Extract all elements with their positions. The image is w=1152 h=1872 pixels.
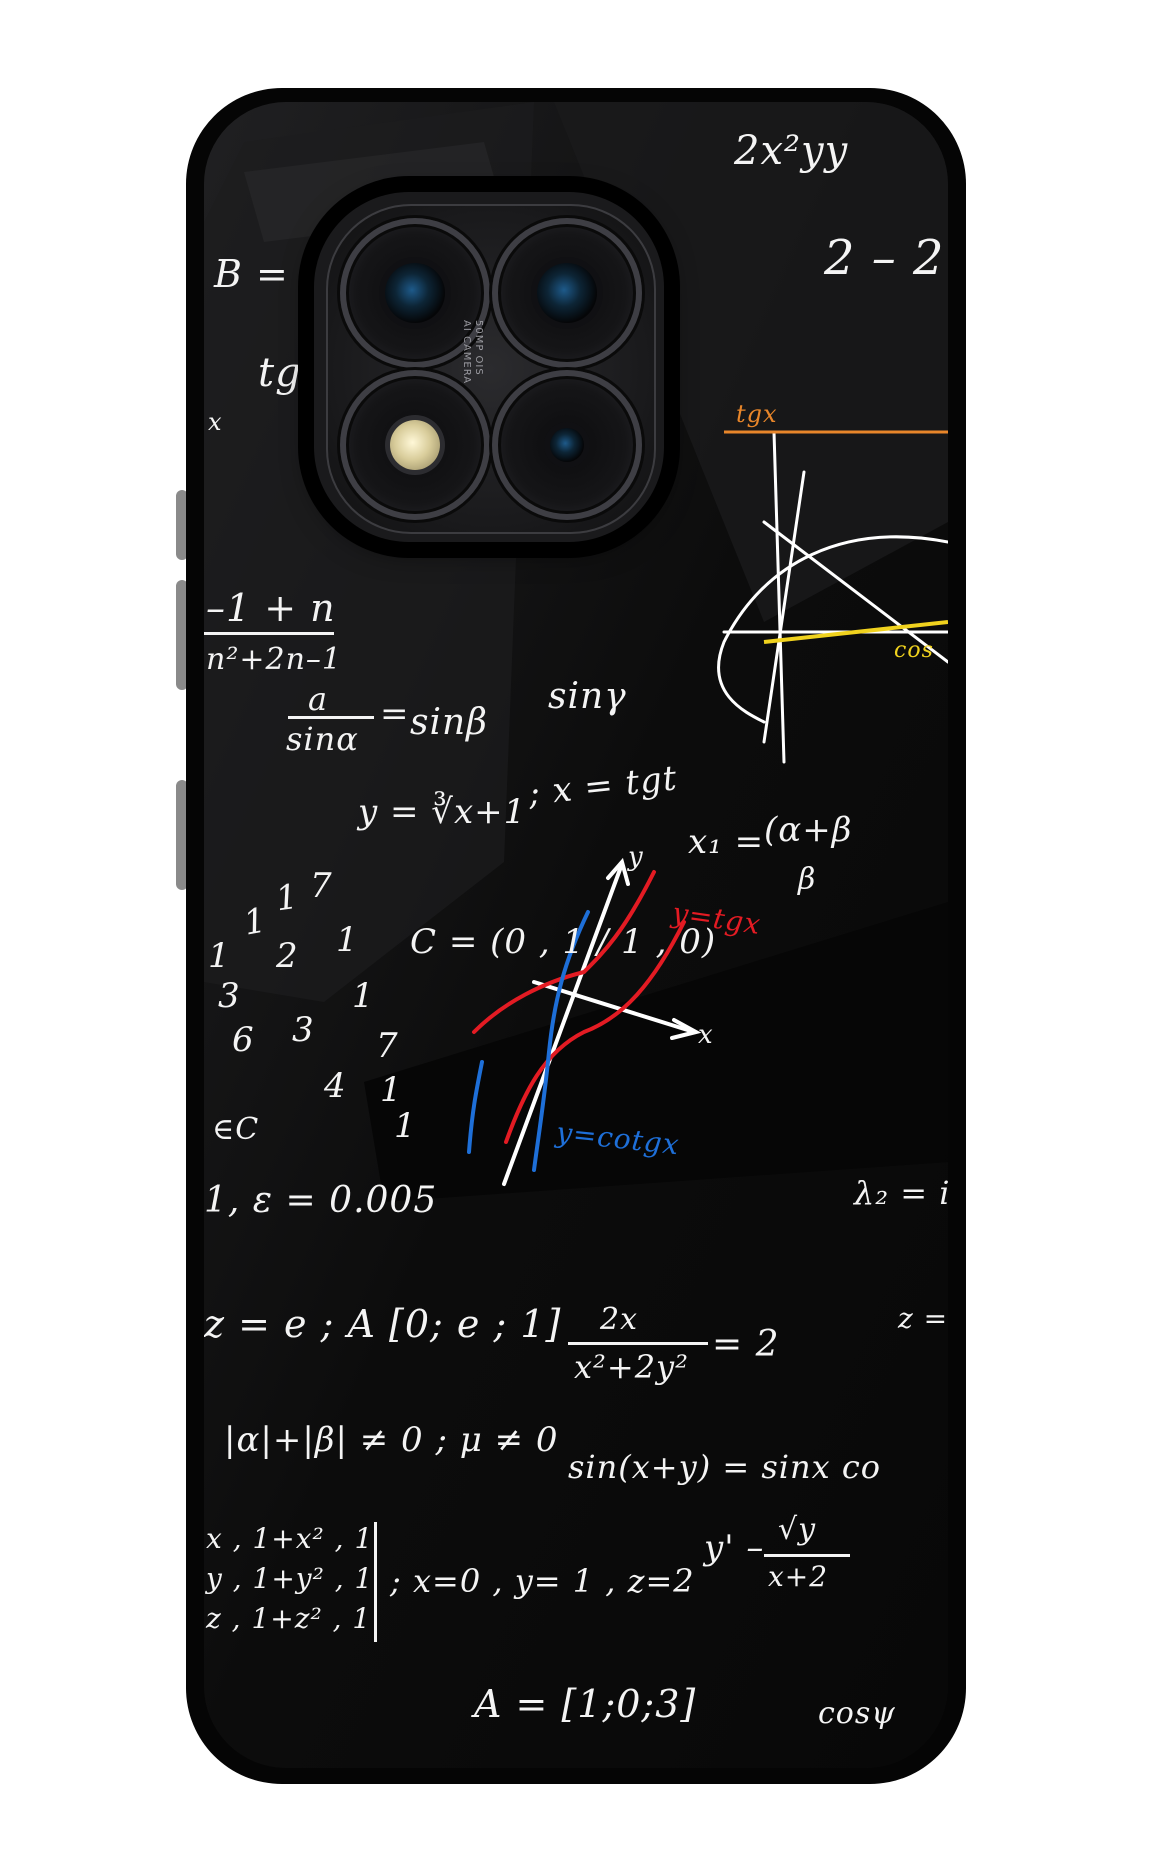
digit: 1 — [336, 920, 359, 960]
fraction-bar — [204, 632, 334, 635]
flash-icon — [390, 420, 440, 470]
digit: 3 — [218, 976, 241, 1016]
equation-text: (α+β — [764, 810, 853, 850]
lens-glass — [550, 428, 584, 462]
equation-text: 2 – 2 — [824, 230, 945, 286]
matrix-row: y , 1+y² , 1 — [206, 1562, 374, 1595]
equation-text: λ₂ = i — [854, 1174, 948, 1212]
matrix-row: x , 1+x² , 1 — [206, 1522, 374, 1555]
phone-case: y=tgx y=cotgx x y tgx cos 2x²yy B = ( 2 … — [186, 88, 966, 1784]
equation-text: z = e ; A [0; e ; 1] — [204, 1302, 562, 1346]
equation-text: sinγ — [548, 676, 627, 717]
camera-label: 50MP OIS AI CAMERA — [461, 320, 484, 410]
equation-text: 2x — [600, 1302, 639, 1337]
equation-text: x²+2y² — [574, 1348, 689, 1386]
equation-text: |α|+|β| ≠ 0 ; μ ≠ 0 — [224, 1420, 559, 1460]
digit: 7 — [310, 866, 333, 906]
fraction-bar — [568, 1342, 708, 1345]
side-key — [176, 780, 188, 890]
y-axis-label: y — [628, 842, 644, 872]
camera-module: 50MP OIS AI CAMERA — [314, 192, 664, 542]
digit: 4 — [324, 1066, 347, 1106]
blackboard-print: y=tgx y=cotgx x y tgx cos 2x²yy B = ( 2 … — [204, 102, 948, 1768]
digit: 1 — [352, 976, 375, 1016]
cotg-curve-1 — [532, 910, 590, 1172]
equation-text: tg — [258, 350, 302, 396]
y-axis-arrow — [606, 857, 630, 886]
equation-text: ; x=0 , y= 1 , z=2 — [390, 1562, 695, 1600]
equation-text: sinα — [286, 720, 359, 758]
fraction-bar — [764, 1554, 850, 1557]
camera-lens-top-left — [340, 218, 490, 368]
equation-text: = 2 — [712, 1324, 780, 1365]
cotg-curve-2 — [467, 1060, 484, 1154]
camera-lens-top-right — [492, 218, 642, 368]
equation-text: x₁ = — [688, 822, 765, 862]
equation-text: A = [1;0;3] — [474, 1682, 697, 1726]
cos-note: cos — [894, 638, 934, 663]
equation-text: cosψ — [818, 1696, 896, 1731]
equation-text: = — [380, 694, 410, 734]
equation-text: sin(x+y) = sinx co — [568, 1448, 881, 1486]
camera-lens-bottom-right — [492, 370, 642, 520]
equation-text: sinβ — [410, 702, 488, 743]
camera-module-plate: 50MP OIS AI CAMERA — [326, 204, 656, 534]
x-axis-arrow — [670, 1018, 702, 1040]
digit: 7 — [376, 1026, 399, 1066]
camera-label-line2: AI CAMERA — [461, 320, 472, 385]
equation-text: 2x²yy — [734, 128, 849, 174]
equation-text: C = (0 , 1 / 1 , 0) — [410, 922, 717, 962]
digit: 2 — [276, 936, 299, 976]
equation-text: z = — [898, 1302, 948, 1335]
matrix-row: z , 1+z² , 1 — [206, 1602, 372, 1635]
equation-text: √y — [778, 1512, 817, 1547]
equation-text: ∈C — [212, 1112, 260, 1147]
volume-button — [176, 580, 188, 690]
equation-text: β — [798, 862, 817, 897]
lens-glass — [385, 263, 445, 323]
lens-glass — [537, 263, 597, 323]
function-graph — [467, 857, 702, 1186]
tgx-note: tgx — [736, 400, 778, 428]
equation-text: n²+2n–1 — [206, 642, 342, 677]
power-button — [176, 490, 188, 560]
digit: 1 — [380, 1070, 403, 1110]
tg-curve-2 — [504, 920, 686, 1144]
equation-text: a — [308, 680, 329, 718]
equation-text: B = ( — [214, 252, 318, 296]
camera-label-line1: 50MP OIS — [473, 320, 484, 376]
equation-text: x+2 — [768, 1560, 829, 1593]
x-axis-label: x — [698, 1020, 714, 1050]
equation-text: –1 + n — [206, 586, 336, 630]
equation-text: 1, ε = 0.005 — [204, 1180, 438, 1221]
digit: 6 — [232, 1020, 255, 1060]
digit: 3 — [292, 1010, 315, 1050]
flash-ring — [340, 370, 490, 520]
matrix-bar — [374, 1522, 377, 1642]
fraction-bar — [288, 716, 374, 719]
digit: 1 — [208, 936, 231, 976]
tg-curve-1 — [472, 870, 656, 1034]
equation-text: y = ∛x+1 — [358, 792, 527, 832]
digit: 1 — [394, 1106, 417, 1146]
y-axis-line — [502, 862, 624, 1186]
equation-text: x — [208, 408, 223, 436]
trig-circle-sketch — [717, 430, 948, 764]
equation-text: y' – — [704, 1528, 765, 1568]
